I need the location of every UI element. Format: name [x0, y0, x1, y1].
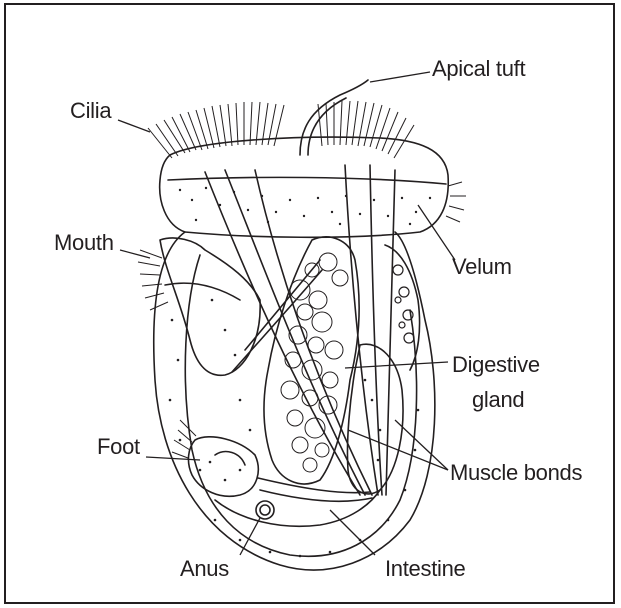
mouth-cilia	[138, 250, 168, 310]
velum-fringe	[446, 182, 466, 222]
label-anus: Anus	[180, 558, 229, 580]
muscle-fiber	[370, 165, 382, 495]
label-apical-tuft: Apical tuft	[432, 58, 525, 80]
muscle-fiber	[255, 170, 372, 495]
leader-lines	[118, 72, 455, 555]
muscle-fiber	[345, 165, 378, 495]
leader-velum	[418, 205, 455, 260]
leader-muscle-bonds-2	[395, 420, 448, 470]
leader-anus	[240, 518, 260, 555]
label-cilia: Cilia	[70, 100, 111, 122]
anus-ring	[256, 501, 274, 519]
foot-outline	[188, 437, 258, 496]
label-digestive-gland-2: gland	[472, 389, 524, 411]
label-foot: Foot	[97, 436, 140, 458]
label-mouth: Mouth	[54, 232, 114, 254]
leader-mouth	[120, 250, 150, 258]
label-digestive-gland-1: Digestive	[452, 354, 540, 376]
label-intestine: Intestine	[385, 558, 465, 580]
mouth-lobe	[160, 238, 260, 375]
label-velum: Velum	[452, 256, 512, 278]
muscle-fiber-cross	[232, 270, 322, 372]
shell-outline	[154, 232, 435, 570]
leader-intestine	[330, 510, 375, 555]
leader-cilia	[118, 120, 150, 132]
body-stipple	[169, 299, 420, 558]
velum-band	[160, 137, 449, 237]
foot-inner	[215, 452, 245, 465]
label-muscle-bonds: Muscle bonds	[450, 462, 582, 484]
muscle-fiber	[225, 170, 365, 495]
leader-apical-tuft	[370, 72, 430, 82]
intestine-loop	[260, 490, 372, 501]
anus-ring-inner	[260, 505, 270, 515]
